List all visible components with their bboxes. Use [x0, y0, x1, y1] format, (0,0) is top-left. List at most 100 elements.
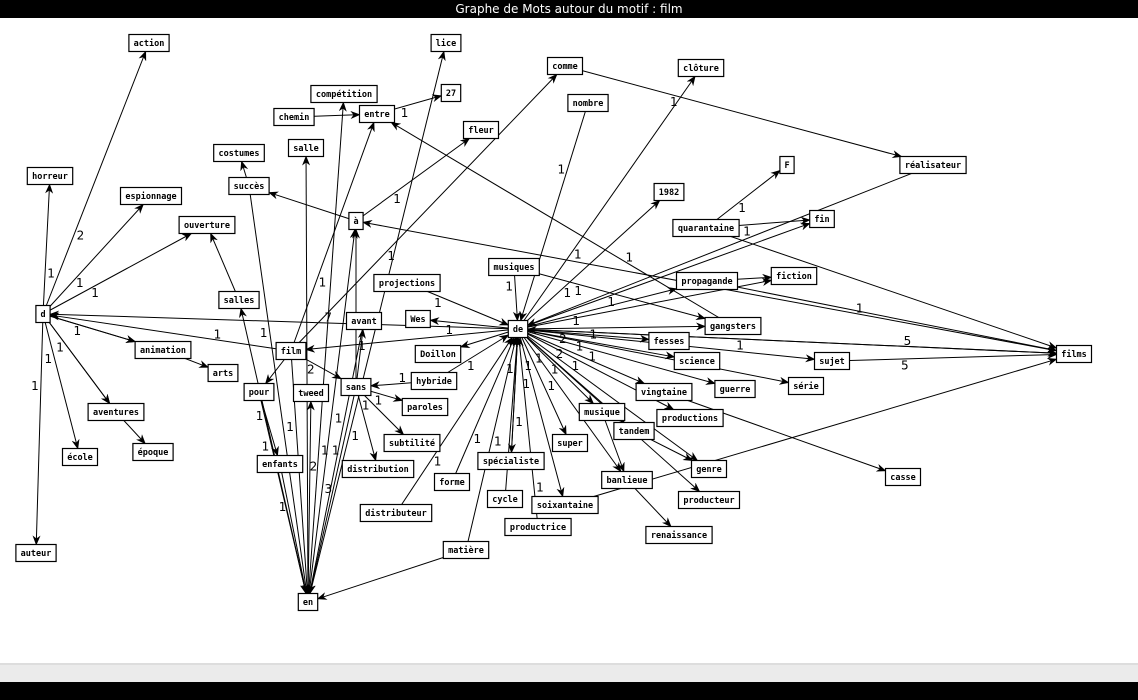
- node-fiction[interactable]: fiction: [770, 266, 818, 286]
- node-sujet[interactable]: sujet: [813, 351, 851, 371]
- edge-cycle-de: [504, 336, 521, 500]
- node-tweed[interactable]: tweed: [292, 383, 330, 403]
- node-clôture[interactable]: clôture: [677, 58, 725, 78]
- node-guerre[interactable]: guerre: [714, 379, 756, 399]
- node-fleur[interactable]: fleur: [462, 120, 500, 140]
- node-label: aventures: [93, 408, 139, 418]
- node-label: subtilité: [389, 438, 435, 449]
- node-productions[interactable]: productions: [656, 408, 724, 428]
- node-box: [358, 104, 396, 124]
- node-action[interactable]: action: [128, 33, 170, 53]
- node-aventures[interactable]: aventures: [87, 402, 145, 422]
- node-musiques[interactable]: musiques: [488, 257, 540, 277]
- node-arts[interactable]: arts: [207, 363, 239, 383]
- node-d[interactable]: d: [35, 304, 51, 324]
- node-label: science: [679, 356, 715, 367]
- edge-weight-label: 1: [856, 302, 864, 316]
- node-box: [134, 340, 192, 360]
- node-compétition[interactable]: compétition: [310, 84, 378, 104]
- node-nombre[interactable]: nombre: [567, 93, 609, 113]
- node-musique[interactable]: musique: [578, 402, 626, 422]
- node-27[interactable]: 27: [440, 83, 462, 103]
- node-films[interactable]: films: [1055, 344, 1093, 364]
- node-fesses[interactable]: fesses: [648, 331, 690, 351]
- node-fin[interactable]: fin: [809, 209, 835, 229]
- node-école[interactable]: école: [61, 447, 99, 467]
- node-quarantaine[interactable]: quarantaine: [672, 218, 740, 238]
- edge-weight-label: 1: [286, 420, 294, 434]
- node-box: [809, 209, 835, 229]
- node-forme[interactable]: forme: [433, 472, 471, 492]
- node-1982[interactable]: 1982: [653, 182, 685, 202]
- node-enfants[interactable]: enfants: [256, 454, 304, 474]
- node-succès[interactable]: succès: [228, 176, 270, 196]
- node-Wes[interactable]: Wes: [405, 309, 431, 329]
- node-entre[interactable]: entre: [358, 104, 396, 124]
- graph-canvas[interactable]: action lice comme clôture 27 compétition chemi…: [0, 18, 1138, 663]
- node-espionnage[interactable]: espionnage: [119, 186, 183, 206]
- node-F[interactable]: F: [779, 155, 795, 175]
- node-de[interactable]: de: [507, 319, 529, 339]
- node-subtilité[interactable]: subtilité: [383, 433, 441, 453]
- edge-weight-label: 1: [574, 248, 582, 262]
- node-propagande[interactable]: propagande: [675, 271, 739, 291]
- edge-de-d: [49, 310, 519, 330]
- node-époque[interactable]: époque: [132, 442, 174, 462]
- node-science[interactable]: science: [673, 351, 721, 371]
- node-tandem[interactable]: tandem: [613, 421, 655, 441]
- node-banlieue[interactable]: banlieue: [601, 470, 653, 490]
- node-horreur[interactable]: horreur: [26, 166, 74, 186]
- node-box: [275, 341, 307, 361]
- node-matière[interactable]: matière: [442, 540, 490, 560]
- node-label: F: [784, 161, 789, 171]
- node-paroles[interactable]: paroles: [401, 397, 449, 417]
- node-box: [653, 182, 685, 202]
- node-renaissance[interactable]: renaissance: [645, 525, 713, 545]
- edge-weight-label: 1: [76, 276, 84, 290]
- horizontal-scrollbar[interactable]: [0, 663, 1138, 682]
- node-super[interactable]: super: [551, 433, 589, 453]
- node-producteur[interactable]: producteur: [677, 490, 741, 510]
- node-genre[interactable]: genre: [690, 459, 728, 479]
- node-lice[interactable]: lice: [430, 33, 462, 53]
- node-chemin[interactable]: chemin: [273, 107, 315, 127]
- node-salles[interactable]: salles: [218, 290, 260, 310]
- node-série[interactable]: série: [787, 376, 825, 396]
- node-label: Wes: [410, 315, 425, 325]
- edge-en-compétition: [307, 101, 347, 603]
- node-soixantaine[interactable]: soixantaine: [531, 495, 599, 515]
- node-hybride[interactable]: hybride: [410, 371, 458, 391]
- node-à[interactable]: à: [348, 211, 364, 231]
- node-gangsters[interactable]: gangsters: [704, 316, 762, 336]
- node-animation[interactable]: animation: [134, 340, 192, 360]
- edge-d-aventures: [42, 313, 111, 405]
- node-ouverture[interactable]: ouverture: [178, 215, 236, 235]
- edge-en-tweed: [306, 400, 315, 603]
- node-label: salle: [293, 144, 319, 154]
- node-projections[interactable]: projections: [373, 273, 441, 293]
- node-label: cycle: [492, 495, 518, 505]
- node-distributeur[interactable]: distributeur: [359, 503, 433, 523]
- node-comme[interactable]: comme: [546, 56, 584, 76]
- node-box: [430, 33, 462, 53]
- node-Doillon[interactable]: Doillon: [414, 344, 462, 364]
- node-label: 1982: [659, 188, 679, 198]
- node-film[interactable]: film: [275, 341, 307, 361]
- node-costumes[interactable]: costumes: [213, 143, 265, 163]
- node-productrice[interactable]: productrice: [504, 517, 572, 537]
- node-réalisateur[interactable]: réalisateur: [899, 155, 967, 175]
- node-spécialiste[interactable]: spécialiste: [477, 451, 545, 471]
- node-salle[interactable]: salle: [287, 138, 325, 158]
- node-distribution[interactable]: distribution: [341, 459, 415, 479]
- node-avant[interactable]: avant: [345, 311, 383, 331]
- node-pour[interactable]: pour: [243, 382, 275, 402]
- node-label: paroles: [407, 403, 443, 413]
- node-en[interactable]: en: [297, 592, 319, 612]
- node-sans[interactable]: sans: [340, 377, 372, 397]
- edge-weight-label: 3: [325, 482, 333, 496]
- node-casse[interactable]: casse: [884, 467, 922, 487]
- edge-musiques-gangsters: [513, 266, 707, 321]
- node-cycle[interactable]: cycle: [486, 489, 524, 509]
- node-auteur[interactable]: auteur: [15, 543, 57, 563]
- node-vingtaine[interactable]: vingtaine: [635, 382, 693, 402]
